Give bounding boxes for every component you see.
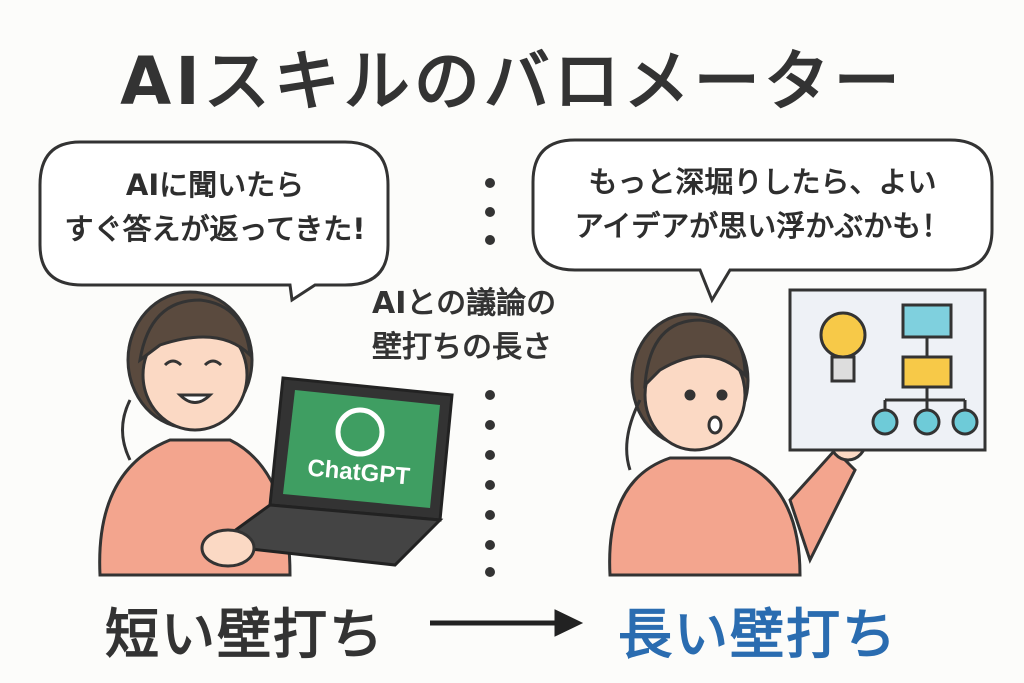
arrow-icon	[430, 609, 584, 637]
left-bubble-text: AIに聞いたら すぐ答えが返ってきた!	[45, 163, 385, 251]
dotted-divider	[485, 178, 495, 577]
page-title: AIスキルのバロメーター	[120, 43, 904, 120]
left-hand	[200, 528, 256, 568]
lightbulb-icon	[819, 311, 867, 359]
laptop	[210, 376, 454, 567]
center-label-line2: 壁打ちの長さ	[372, 330, 552, 365]
center-label: AIとの議論の 壁打ちの長さ	[372, 282, 622, 370]
idea-board	[788, 288, 987, 452]
center-label-line1: AIとの議論の	[372, 286, 557, 321]
right-speech-bubble	[531, 138, 994, 304]
right-bubble-line1: もっと深堀りしたら、よい	[588, 165, 937, 199]
left-speech-bubble	[38, 140, 390, 303]
short-sparring-label: 短い壁打ち	[105, 603, 385, 666]
chatgpt-logo-icon	[335, 407, 385, 457]
left-bubble-line1: AIに聞いたら	[125, 168, 305, 202]
right-bubble-text: もっと深堀りしたら、よい アイデアが思い浮かぶかも！	[535, 160, 990, 248]
long-sparring-label: 長い壁打ち	[618, 603, 898, 666]
right-bubble-line2: アイデアが思い浮かぶかも！	[574, 209, 951, 243]
right-person	[608, 312, 868, 577]
left-bubble-line2: すぐ答えが返ってきた!	[64, 212, 366, 246]
